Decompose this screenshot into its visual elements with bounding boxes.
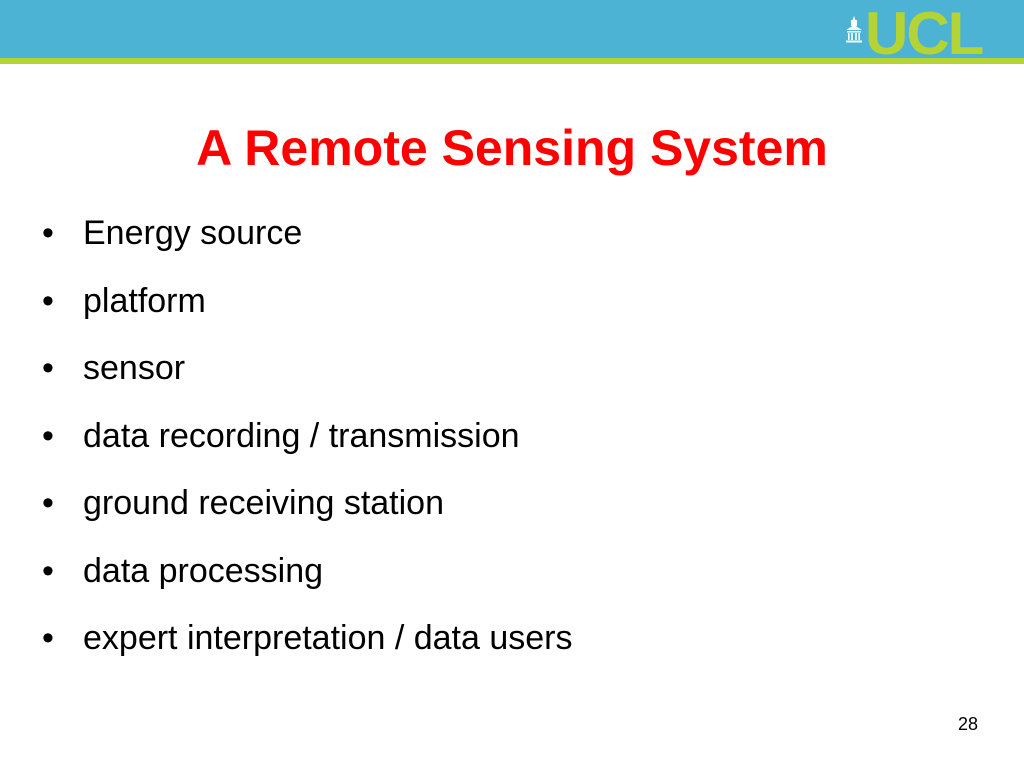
bullet-marker: • — [42, 416, 54, 455]
portico-icon — [846, 16, 862, 43]
bullet-marker: • — [42, 484, 54, 522]
bullet-marker: • — [42, 551, 54, 590]
bullet-item: • Energy source — [42, 206, 573, 274]
bullet-item: • data processing — [42, 544, 573, 612]
bullet-item: • ground receiving station — [42, 476, 573, 544]
bullet-marker: • — [42, 214, 54, 252]
page-number: 28 — [957, 714, 978, 734]
bullet-text: Energy source — [83, 214, 303, 252]
bullet-text: platform — [83, 281, 206, 320]
header-rule — [0, 58, 1024, 64]
bullet-text: sensor — [83, 349, 186, 387]
bullet-text: data processing — [83, 551, 324, 590]
bullet-marker: • — [42, 349, 54, 387]
bullet-list: • Energy source • platform • sensor • da… — [42, 206, 573, 679]
logo-text: UCL — [865, 0, 984, 67]
ucl-logo: UCL — [845, 0, 984, 67]
bullet-text: ground receiving station — [83, 484, 445, 522]
bullet-text: data recording / transmission — [83, 416, 520, 455]
bullet-item: • sensor — [42, 341, 573, 409]
bullet-item: • data recording / transmission — [42, 409, 573, 477]
bullet-marker: • — [42, 281, 54, 320]
bullet-text: expert interpretation / data users — [83, 619, 573, 657]
bullet-item: • platform — [42, 274, 573, 342]
bullet-marker: • — [42, 619, 54, 657]
slide-title: A Remote Sensing System — [196, 120, 828, 176]
bullet-item: • expert interpretation / data users — [42, 611, 573, 679]
